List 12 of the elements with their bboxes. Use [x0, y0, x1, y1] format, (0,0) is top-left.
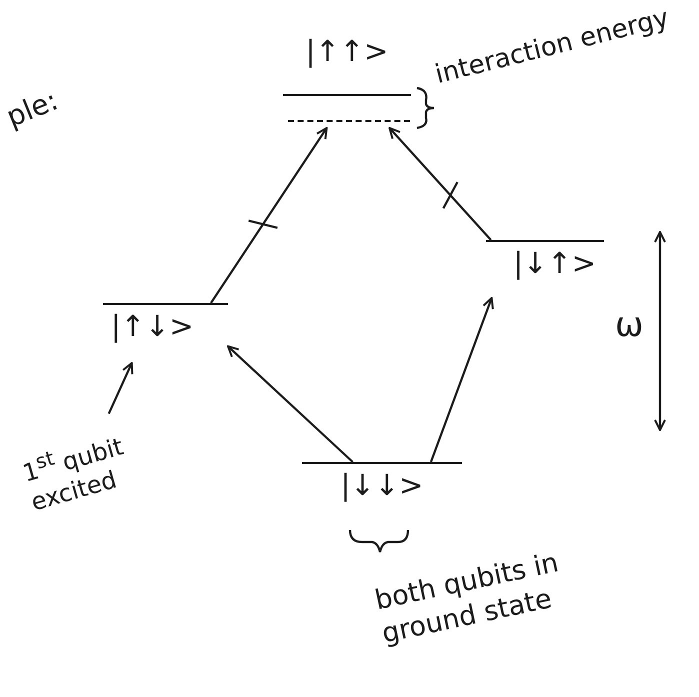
state-label: |↑↑>	[306, 34, 388, 69]
state-label: |↓↓>	[340, 468, 424, 503]
state-label: |↓↑>	[513, 246, 596, 281]
arrow	[430, 297, 494, 462]
arrow	[108, 362, 134, 414]
omega-symbol: ω	[615, 305, 644, 345]
annotation-text: both qubits in ground state	[372, 546, 562, 652]
arrow	[210, 127, 328, 304]
caption-fragment: ple:	[2, 83, 62, 134]
arrow	[227, 345, 354, 463]
state-label: |↑↓>	[111, 309, 194, 344]
arrow	[388, 127, 492, 241]
